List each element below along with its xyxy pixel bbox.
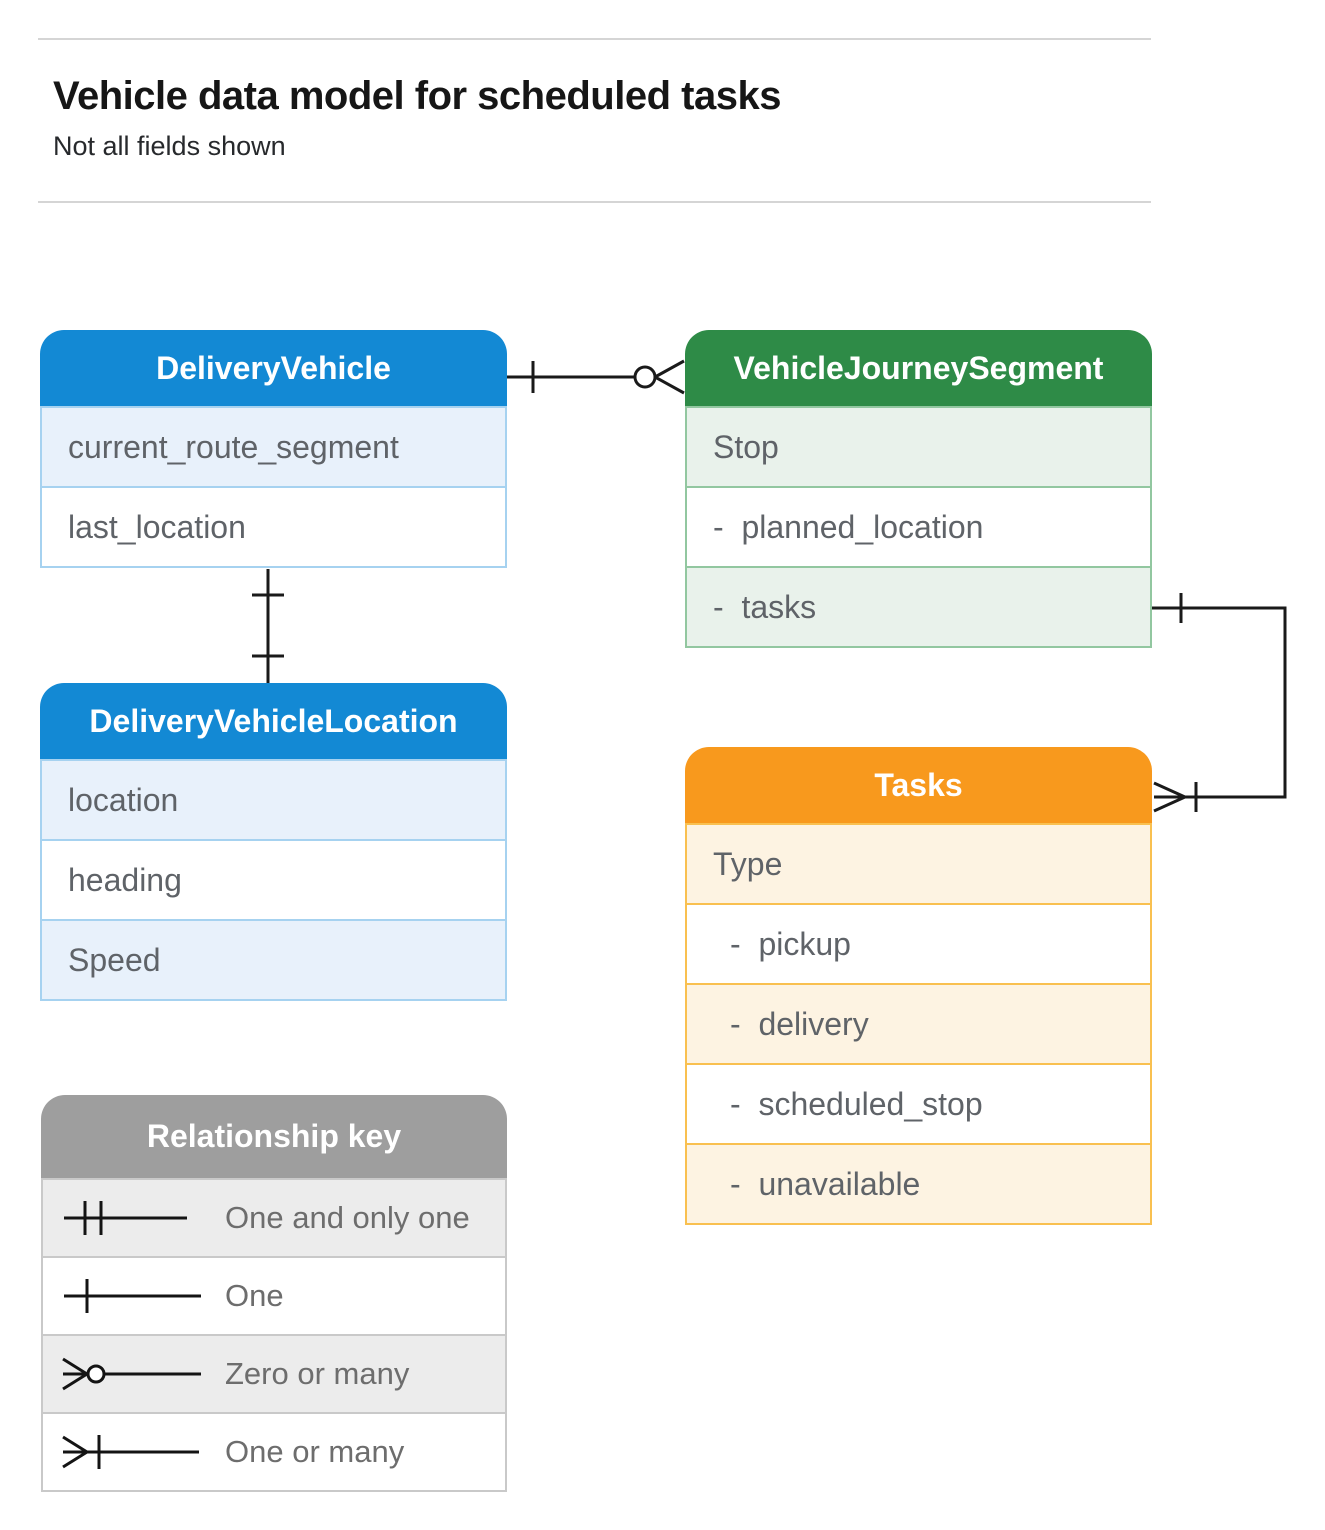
entity-delivery-vehicle-location: DeliveryVehicleLocation location heading… [40,683,507,1001]
relationship-key: Relationship key One and only one One Ze… [41,1095,507,1492]
entity-tasks: Tasks Type - pickup - delivery - schedul… [685,747,1152,1225]
top-divider [38,38,1151,40]
one-icon [64,1279,201,1313]
legend-row-zero-or-many: Zero or many [41,1336,507,1414]
one-and-only-one-icon [64,1201,187,1235]
entity-delivery-vehicle-title: DeliveryVehicle [40,330,507,408]
field-pickup: - pickup [685,905,1152,985]
legend-label: Zero or many [225,1356,410,1391]
legend-row-one: One [41,1258,507,1336]
field-unavailable: - unavailable [685,1145,1152,1225]
connector-deliveryvehicle-deliveryvehiclelocation [252,569,284,683]
entity-tasks-title: Tasks [685,747,1152,825]
entity-vehicle-journey-segment: VehicleJourneySegment Stop - planned_loc… [685,330,1152,648]
page-subtitle: Not all fields shown [53,131,286,161]
field-tasks: - tasks [685,568,1152,648]
legend-row-one-or-many: One or many [41,1414,507,1492]
entity-delivery-vehicle: DeliveryVehicle current_route_segment la… [40,330,507,568]
one-or-many-icon [62,1435,199,1469]
field-delivery: - delivery [685,985,1152,1065]
connector-deliveryvehicle-vehiclejourneysegment [507,359,685,395]
header-divider [38,201,1151,203]
field-stop: Stop [685,408,1152,488]
field-current-route-segment: current_route_segment [40,408,507,488]
field-location: location [40,761,507,841]
relationship-key-title: Relationship key [41,1095,507,1180]
entity-delivery-vehicle-location-title: DeliveryVehicleLocation [40,683,507,761]
zero-or-many-icon [62,1357,201,1391]
legend-label: One and only one [225,1200,470,1235]
field-heading: heading [40,841,507,921]
field-type: Type [685,825,1152,905]
field-scheduled-stop: - scheduled_stop [685,1065,1152,1145]
field-planned-location: - planned_location [685,488,1152,568]
legend-label: One [225,1278,284,1313]
legend-label: One or many [225,1434,405,1469]
field-speed: Speed [40,921,507,1001]
page-title: Vehicle data model for scheduled tasks [53,74,781,118]
entity-vehicle-journey-segment-title: VehicleJourneySegment [685,330,1152,408]
legend-row-one-and-only-one: One and only one [41,1180,507,1258]
field-last-location: last_location [40,488,507,568]
connector-vehiclejourneysegment-tasks [1152,593,1287,813]
